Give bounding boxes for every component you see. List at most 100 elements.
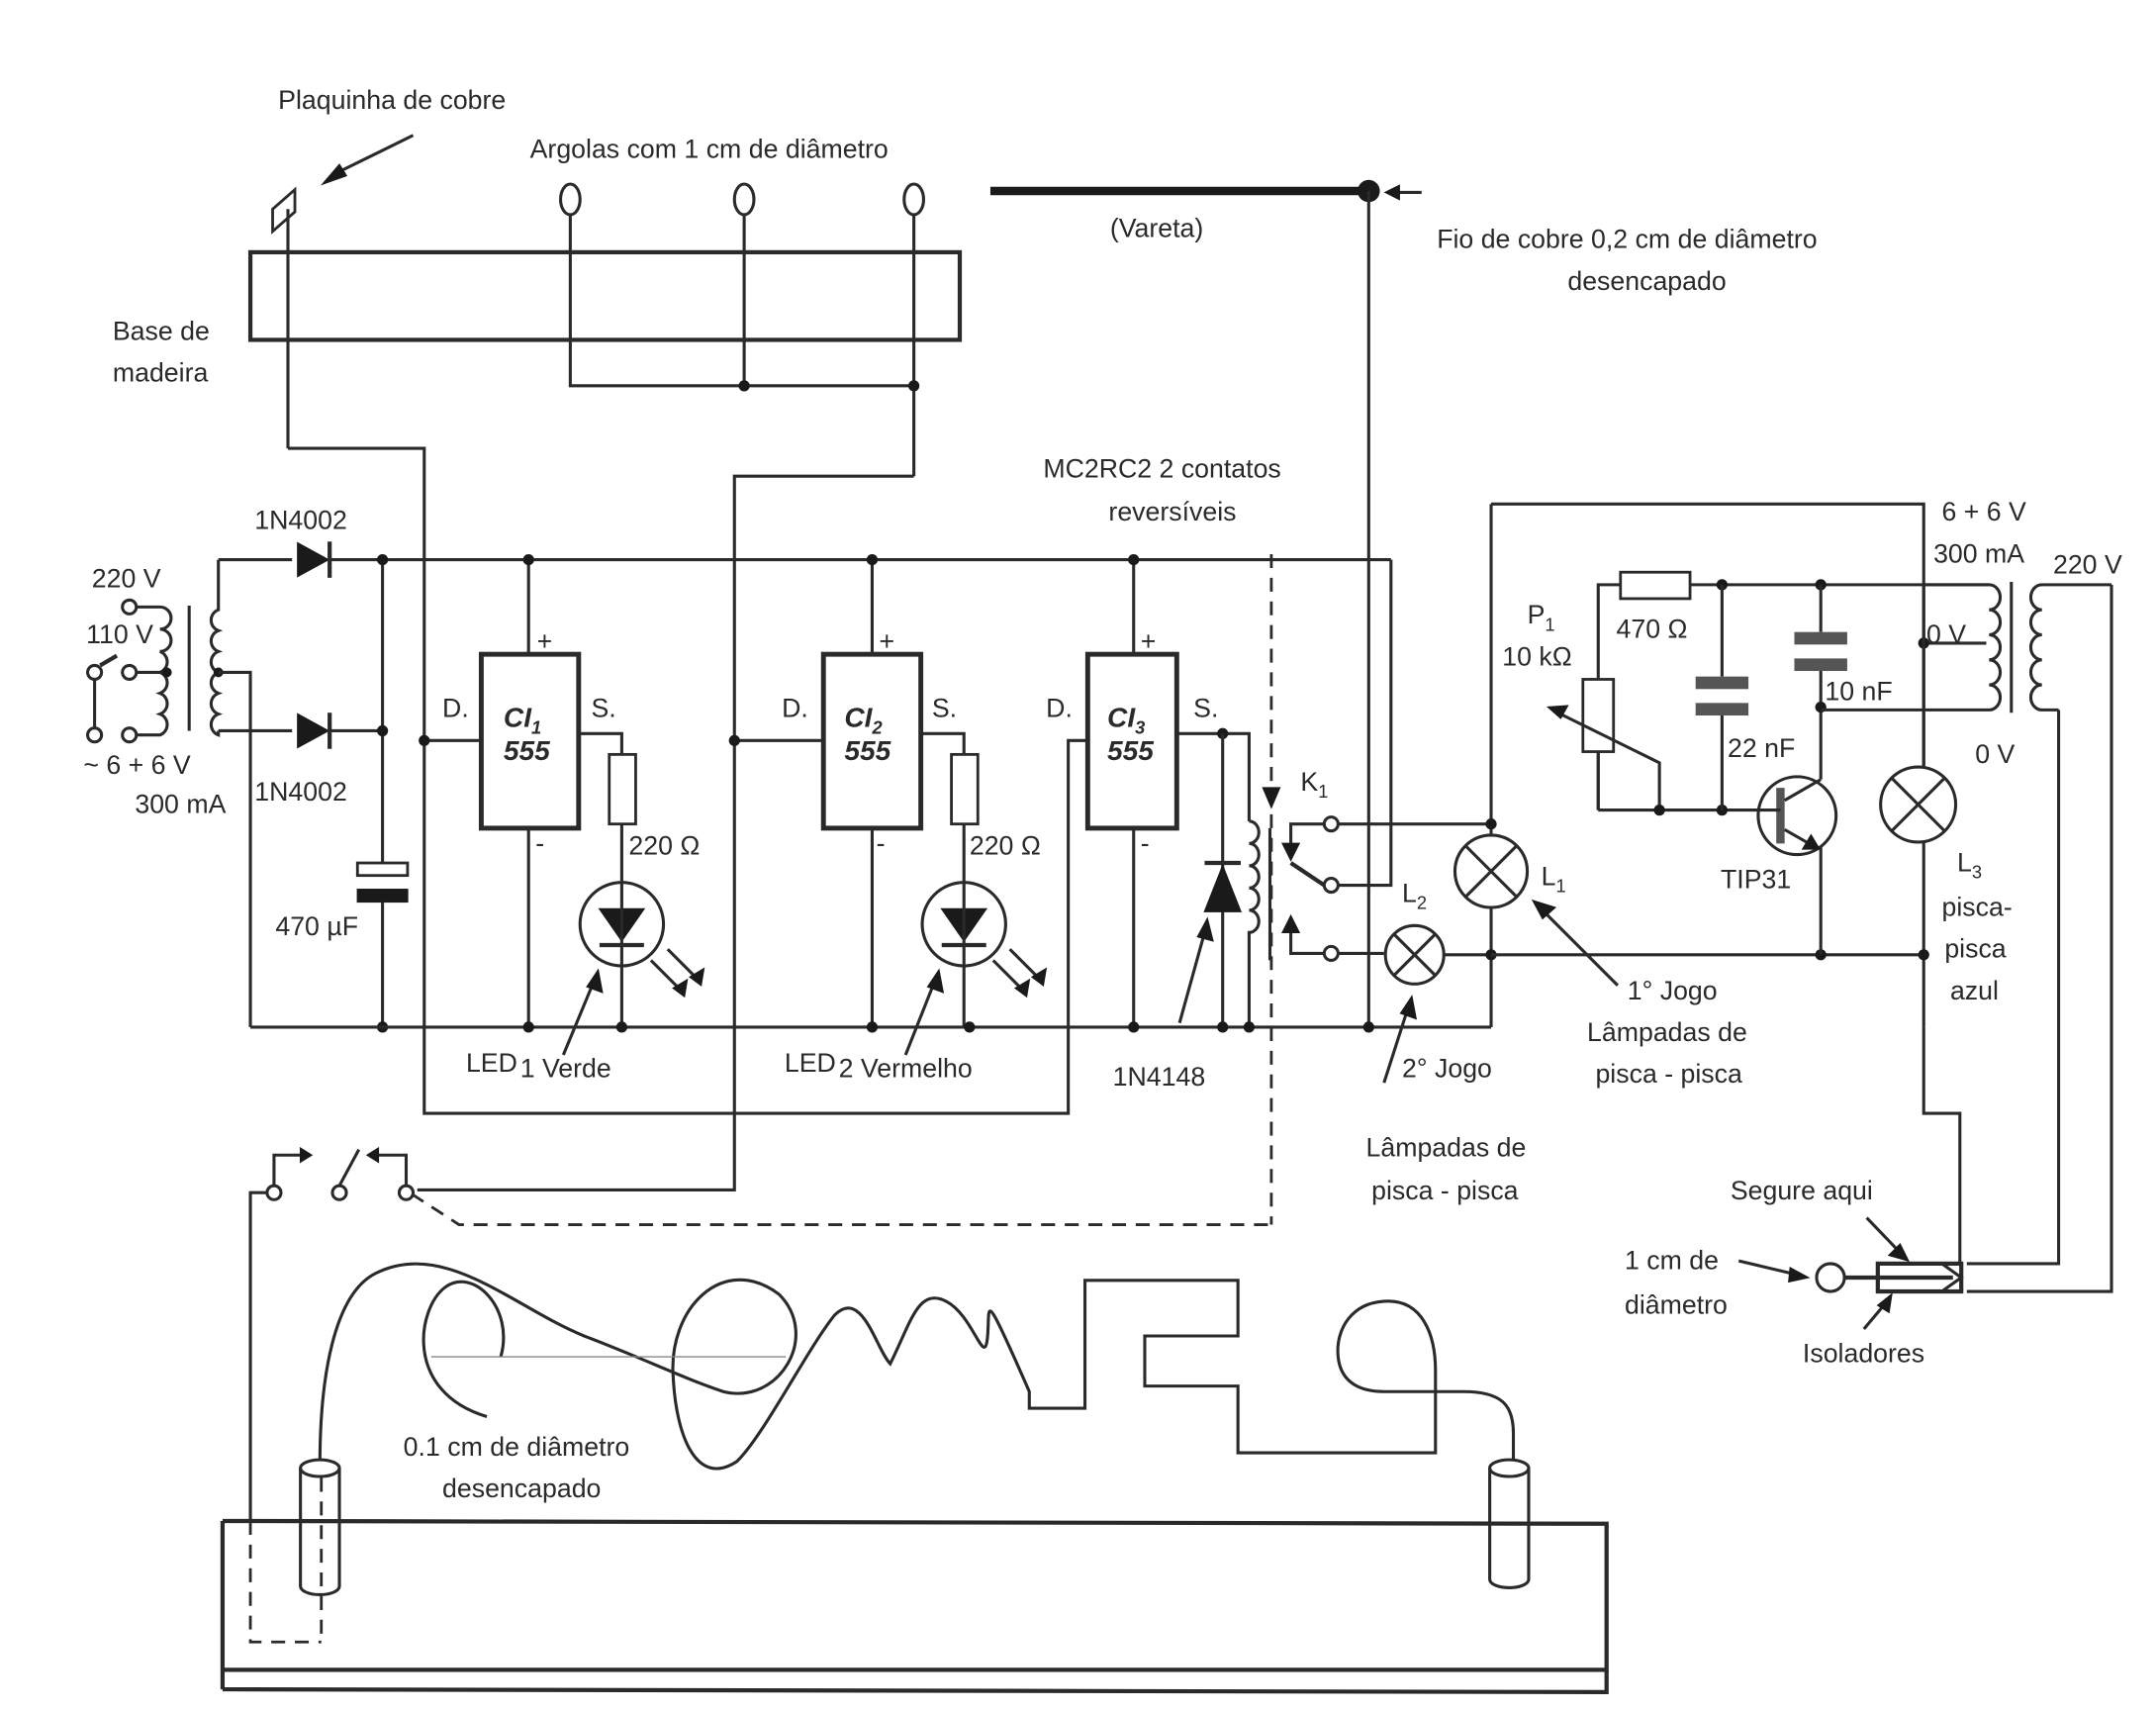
- ic2-name: CI2: [844, 702, 882, 737]
- ic1-minus: -: [535, 828, 544, 858]
- capacitor-22nf: [1695, 676, 1749, 716]
- transformer-1: [86, 559, 252, 1027]
- arrow-icon: [1737, 1259, 1811, 1284]
- label-base: Base de: [113, 316, 210, 345]
- label-l2: L2: [1402, 878, 1427, 912]
- lamp-l1: [1453, 833, 1530, 909]
- probe-ring[interactable]: [1815, 1262, 1846, 1293]
- arrow-icon: [1531, 899, 1620, 987]
- label-l1: L1: [1542, 862, 1566, 897]
- label-l3: L3: [1957, 847, 1982, 882]
- label-lampadas-b: Lâmpadas de: [1587, 1017, 1747, 1047]
- reed-switch[interactable]: [265, 1146, 416, 1201]
- relay-k1-contacts: [1281, 815, 1340, 962]
- label-p1: P1: [1528, 600, 1555, 634]
- potentiometer-p1[interactable]: [1581, 678, 1616, 753]
- led1-green: [578, 881, 705, 999]
- label-lampadas-a: Lâmpadas de: [1366, 1133, 1527, 1163]
- lamp-l2: [1383, 923, 1446, 986]
- label-segure: Segure aqui: [1731, 1176, 1873, 1205]
- label-tr1-secondary: ~ 6 + 6 V: [83, 750, 191, 780]
- ring-icon: [558, 182, 582, 217]
- ic2-pin-d: D.: [782, 693, 808, 722]
- label-ring-2: diâmetro: [1625, 1290, 1728, 1320]
- label-mains-220: 220 V: [92, 564, 161, 594]
- label-isoladores: Isoladores: [1803, 1339, 1924, 1369]
- ic2-part: 555: [844, 735, 891, 766]
- wooden-base-top: [247, 249, 963, 342]
- label-1n4148: 1N4148: [1113, 1062, 1206, 1092]
- label-p1-value: 10 kΩ: [1502, 641, 1571, 671]
- ic1-pin-s: S.: [591, 693, 615, 722]
- label-base-2: madeira: [113, 358, 209, 388]
- label-ring-1: 1 cm de: [1625, 1246, 1719, 1276]
- label-jogo1: 1° Jogo: [1628, 976, 1718, 1005]
- ic3-name: CI3: [1107, 702, 1145, 737]
- label-argolas: Argolas com 1 cm de diâmetro: [530, 134, 889, 163]
- rings: [558, 182, 926, 217]
- label-tr1-current: 300 mA: [135, 789, 226, 818]
- handle-with-ring[interactable]: [1815, 1261, 1964, 1294]
- label-capacitor: 470 µF: [275, 911, 358, 941]
- ic1-pin-d: D.: [442, 693, 469, 722]
- ic2-pin-s: S.: [932, 693, 957, 722]
- voltage-selector-switch[interactable]: [99, 653, 119, 668]
- arrow-icon: [1865, 1216, 1911, 1263]
- resistor-220-2: [950, 752, 980, 826]
- ic1-555: [478, 651, 582, 831]
- label-l3-desc-1: pisca-: [1942, 892, 2013, 921]
- label-l3-desc-2: pisca: [1944, 934, 2006, 964]
- ic3-pin-s: S.: [1193, 693, 1218, 722]
- transistor-tip31: [1756, 775, 1838, 857]
- label-tr2-current: 300 mA: [1933, 538, 2024, 568]
- arrow-icon: [1862, 1292, 1893, 1330]
- arrow-icon: [1382, 995, 1418, 1084]
- maze-wire[interactable]: [318, 1262, 1516, 1471]
- diode-1n4002-top: [297, 541, 332, 578]
- label-zero-v-1: 0 V: [1926, 619, 1966, 649]
- resistor-220-1: [608, 752, 637, 826]
- label-jogo2: 2° Jogo: [1402, 1054, 1492, 1084]
- ic2-plus: +: [879, 626, 894, 656]
- transformer-2: [1821, 582, 2112, 713]
- wooden-base-bottom: [220, 1518, 1609, 1695]
- label-tr2-primary: 220 V: [2053, 550, 2122, 580]
- arrow-icon: [561, 968, 604, 1056]
- support-post-left: [299, 1458, 341, 1643]
- label-wire-2: desencapado: [442, 1474, 601, 1503]
- ic3-part: 555: [1107, 735, 1154, 766]
- label-relay-2: reversíveis: [1108, 497, 1236, 526]
- label-lampadas-b-2: pisca - pisca: [1595, 1059, 1742, 1089]
- diode-1n4002-bottom: [297, 713, 332, 749]
- label-mains-110: 110 V: [86, 619, 153, 649]
- label-r2: 220 Ω: [970, 831, 1041, 861]
- wooden-base-rect: [247, 249, 963, 342]
- label-c22: 22 nF: [1728, 733, 1795, 763]
- ic1-part: 555: [504, 735, 550, 766]
- led2-red: [920, 881, 1048, 999]
- label-tip31: TIP31: [1721, 864, 1791, 894]
- resistor-470: [1619, 570, 1692, 601]
- ic2-minus: -: [877, 828, 886, 858]
- label-relay: MC2RC2 2 contatos: [1043, 454, 1280, 484]
- arrow-icon: [320, 134, 415, 186]
- label-r1: 220 Ω: [628, 831, 700, 861]
- ic3-minus: -: [1141, 828, 1150, 858]
- ic1-name: CI1: [504, 702, 541, 737]
- label-c10: 10 nF: [1825, 677, 1892, 707]
- copper-plate: [271, 186, 297, 235]
- ic3-pin-d: D.: [1046, 693, 1073, 722]
- capacitor-10nf: [1794, 631, 1847, 672]
- ic3-plus: +: [1141, 626, 1157, 656]
- label-tr2-secondary: 6 + 6 V: [1942, 497, 2027, 526]
- support-post-right: [1488, 1458, 1531, 1589]
- label-l3-desc-3: azul: [1950, 976, 1999, 1005]
- ic1-plus: +: [537, 626, 553, 656]
- arrow-icon: [903, 968, 945, 1056]
- lamp-l3: [1879, 765, 1958, 844]
- ic3-555: [1084, 651, 1179, 831]
- label-lampadas-a-2: pisca - pisca: [1371, 1176, 1519, 1205]
